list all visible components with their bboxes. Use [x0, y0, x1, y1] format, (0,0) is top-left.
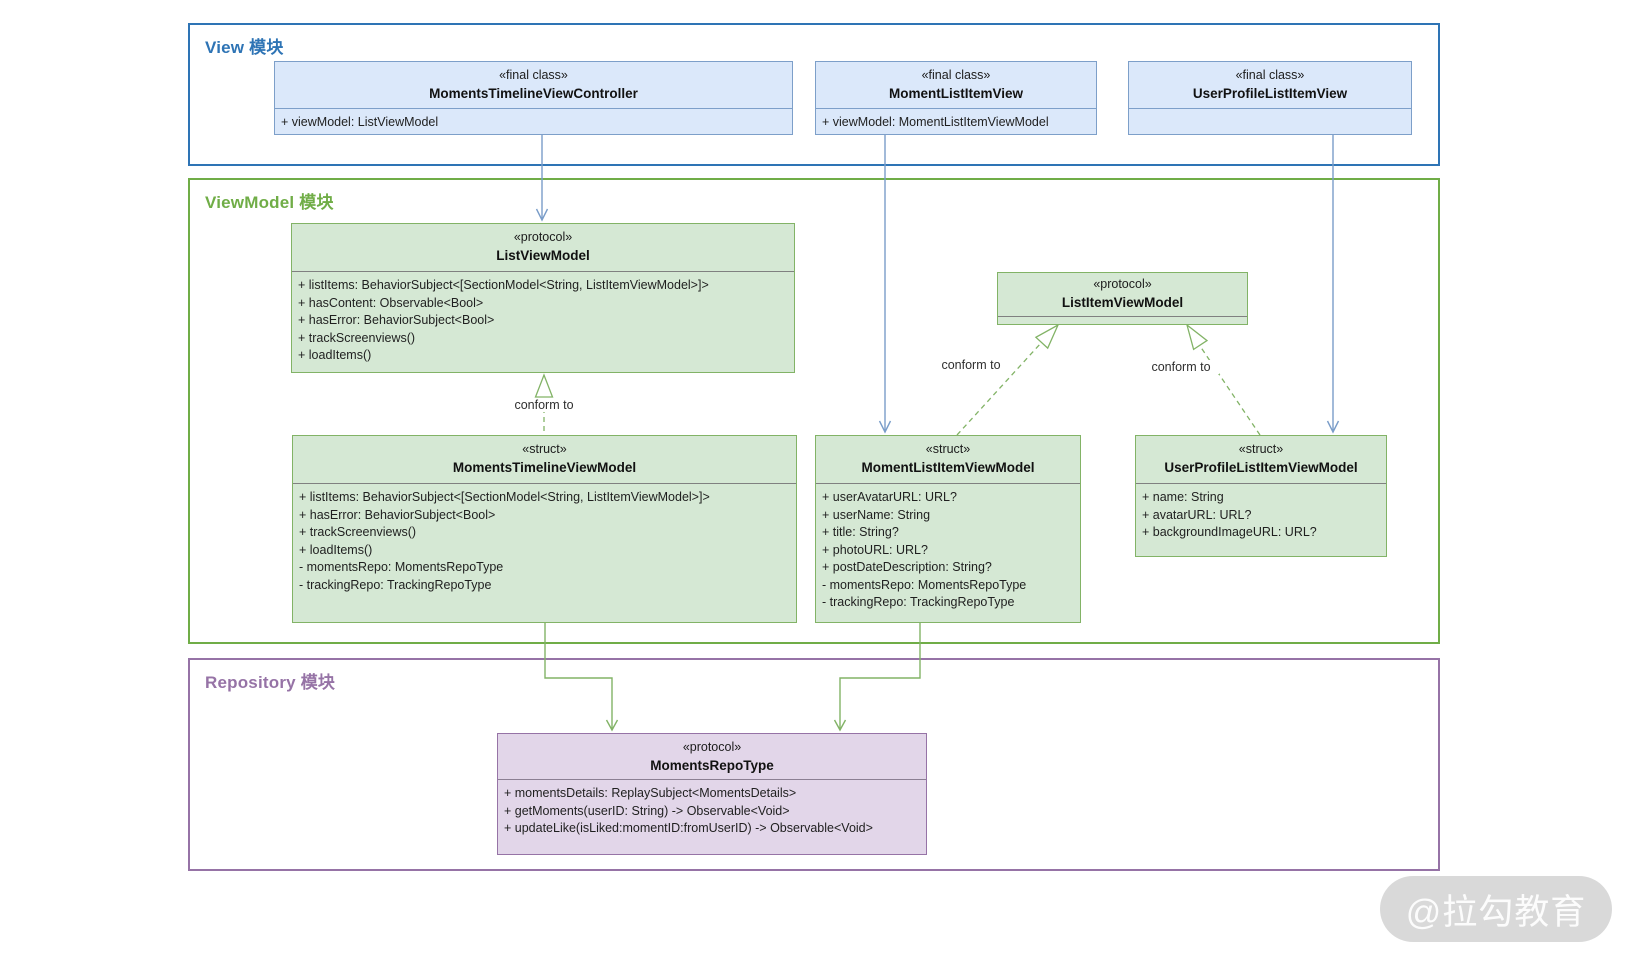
attr-line: - momentsRepo: MomentsRepoType [299, 560, 504, 574]
attr-line: + postDateDescription: String? [822, 560, 992, 574]
class-name: MomentsTimelineViewController [429, 86, 638, 101]
attr-line: + name: String [1142, 490, 1224, 504]
class-name: ListViewModel [496, 248, 590, 263]
attr-line: + momentsDetails: ReplaySubject<MomentsD… [504, 786, 797, 800]
class-name: MomentsRepoType [650, 758, 774, 773]
attr-line: + backgroundImageURL: URL? [1142, 525, 1317, 539]
attr-line: + hasError: BehaviorSubject<Bool> [298, 313, 495, 327]
conform-to-label: conform to [1143, 360, 1219, 374]
class-box-userprofilelistitemviewmodel: «struct» UserProfileListItemViewModel + … [1135, 435, 1387, 557]
class-stereotype: «final class» [921, 68, 991, 82]
attr-line: - trackingRepo: TrackingRepoType [299, 577, 492, 592]
class-box-momentsrepotype: «protocol» MomentsRepoType + momentsDeta… [497, 733, 927, 855]
attr-line: + getMoments(userID: String) -> Observab… [504, 803, 790, 818]
class-stereotype: «struct» [522, 442, 567, 456]
class-stereotype: «protocol» [513, 230, 573, 244]
attr-line: - momentsRepo: MomentsRepoType [822, 577, 1027, 592]
attr-line: + hasError: BehaviorSubject<Bool> [299, 507, 496, 522]
class-stereotype: «protocol» [682, 740, 742, 754]
class-stereotype: «struct» [1238, 442, 1284, 456]
attr-line: + loadItems() [299, 542, 373, 557]
class-name: UserProfileListItemView [1192, 86, 1348, 101]
attr-line: + updateLike(isLiked:momentID:fromUserID… [504, 821, 873, 835]
watermark-badge: @拉勾教育 [1380, 876, 1612, 942]
attr-line: + listItems: BehaviorSubject<[SectionMod… [298, 278, 709, 292]
class-box-listitemviewmodel: «protocol» ListItemViewModel [997, 272, 1248, 325]
attr-line: + loadItems() [298, 348, 372, 362]
class-box-listviewmodel: «protocol» ListViewModel + listItems: Be… [291, 223, 795, 373]
conform-to-label: conform to [933, 358, 1009, 372]
class-name: MomentsTimelineViewModel [452, 460, 637, 475]
class-box-momentstimelineviewcontroller: «final class» MomentsTimelineViewControl… [274, 61, 793, 135]
module-viewmodel: ViewModel 模块 [188, 178, 1440, 644]
attr-line: + trackScreenviews() [299, 525, 417, 539]
class-stereotype: «final class» [1235, 68, 1305, 82]
class-box-momentstimelineviewmodel: «struct» MomentsTimelineViewModel + list… [292, 435, 797, 623]
conform-to-label: conform to [506, 398, 582, 412]
attr-line: + title: String? [822, 525, 899, 539]
class-name: MomentListItemViewModel [861, 460, 1035, 475]
attr-line: + userAvatarURL: URL? [822, 490, 957, 504]
module-repository: Repository 模块 [188, 658, 1440, 871]
attr-line: + trackScreenviews() [298, 330, 416, 345]
class-box-userprofilelistitemview: «final class» UserProfileListItemView [1128, 61, 1412, 135]
module-view-title: View 模块 [205, 38, 284, 57]
class-stereotype: «final class» [499, 68, 568, 82]
attr-line: + hasContent: Observable<Bool> [298, 295, 484, 310]
class-name: MomentListItemView [888, 86, 1024, 101]
class-name: UserProfileListItemViewModel [1164, 460, 1358, 475]
attr-line: + avatarURL: URL? [1142, 507, 1252, 522]
attr-line: + userName: String [822, 507, 931, 522]
class-box-momentlistitemview: «final class» MomentListItemView + viewM… [815, 61, 1097, 135]
module-repository-title: Repository 模块 [205, 673, 336, 692]
attr-line: + photoURL: URL? [822, 542, 928, 557]
class-stereotype: «protocol» [1093, 277, 1152, 291]
module-viewmodel-title: ViewModel 模块 [205, 193, 334, 212]
module-view: View 模块 [188, 23, 1440, 166]
class-stereotype: «struct» [925, 442, 971, 456]
attr-line: + viewModel: MomentListItemViewModel [822, 115, 1049, 129]
attr-line: + listItems: BehaviorSubject<[SectionMod… [299, 490, 710, 504]
attr-line: - trackingRepo: TrackingRepoType [822, 595, 1015, 609]
class-box-momentlistitemviewmodel: «struct» MomentListItemViewModel + userA… [815, 435, 1081, 623]
attr-line: + viewModel: ListViewModel [281, 115, 439, 129]
class-name: ListItemViewModel [1061, 295, 1184, 310]
